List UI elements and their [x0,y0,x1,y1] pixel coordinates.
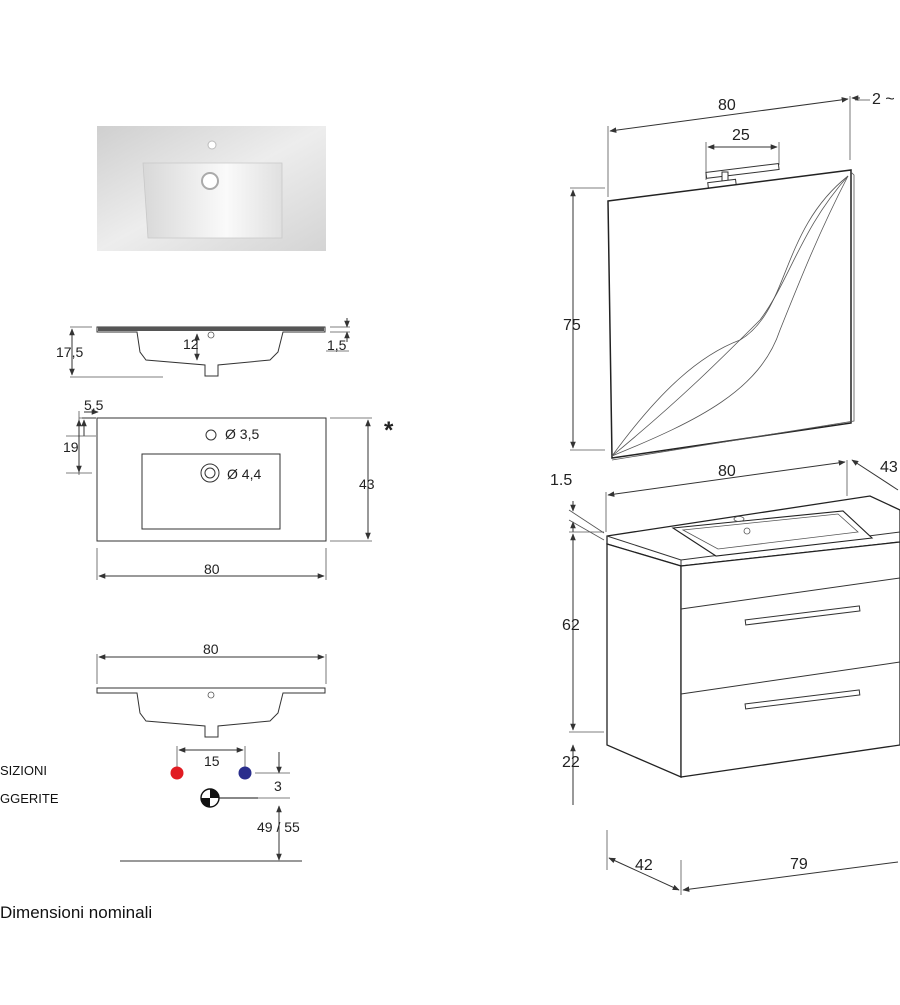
plan-view: 5,5 19 Ø 3,5 Ø 4,4 43 80 * [63,397,394,580]
section-view-bottom: 80 15 3 49 / 55 [96,641,327,862]
dim-drain-height-label: 49 / 55 [257,819,300,835]
dim-lamp-width-label: 25 [732,127,750,144]
legend-line-1: SIZIONI [0,763,47,778]
dim-rim-label: 1,5 [327,337,347,353]
dim-total-height-label: 17,5 [56,344,83,360]
dim-plan-depth-label: 43 [359,476,375,492]
drawer-handle-top [744,605,861,626]
drawer-handle-bottom [744,689,861,710]
dim-tap-hole-label: Ø 3,5 [225,426,259,442]
dim-top-thickness-label: 1.5 [550,472,572,489]
dim-cabinet-depth-label: 43 [880,459,898,476]
mirror-lamp [705,162,780,190]
hot-water-connection-icon [170,766,184,780]
legend-line-2: GGERITE [0,791,59,806]
dim-plan-width-label: 80 [204,561,220,577]
cabinet-drawing: 80 43 1.5 62 22 42 79 [550,459,900,895]
basin-rendering [97,126,326,251]
section-view-top: 17,5 12 1,5 [56,318,350,378]
dim-leg-gap-label: 22 [562,754,580,771]
mirror-drawing: 80 25 75 2 ~ [563,91,895,461]
asterisk-mark: * [384,417,394,444]
dim-mirror-height-label: 75 [563,317,581,334]
dim-base-depth-label: 42 [635,857,653,874]
dim-cabinet-height-label: 62 [562,617,580,634]
dim-hole-offset-y-label: 19 [63,439,79,455]
dim-wall-gap-label: 2 ~ [872,91,895,108]
cold-water-connection-icon [238,766,252,780]
dim-bowl-depth-label: 12 [183,336,199,352]
dim-bottom-width-label: 80 [203,641,219,657]
dim-base-width-label: 79 [790,856,808,873]
dim-tap-offset-label: 3 [274,778,282,794]
dim-drain-hole-label: Ø 4,4 [227,466,261,482]
dim-mirror-width-label: 80 [718,97,736,114]
dim-hole-offset-x-label: 5,5 [84,397,104,413]
dim-cabinet-width-label: 80 [718,463,736,480]
footer-label: Dimensioni nominali [0,903,153,922]
dim-tap-spacing-label: 15 [204,753,220,769]
drain-connection-icon [200,788,258,808]
